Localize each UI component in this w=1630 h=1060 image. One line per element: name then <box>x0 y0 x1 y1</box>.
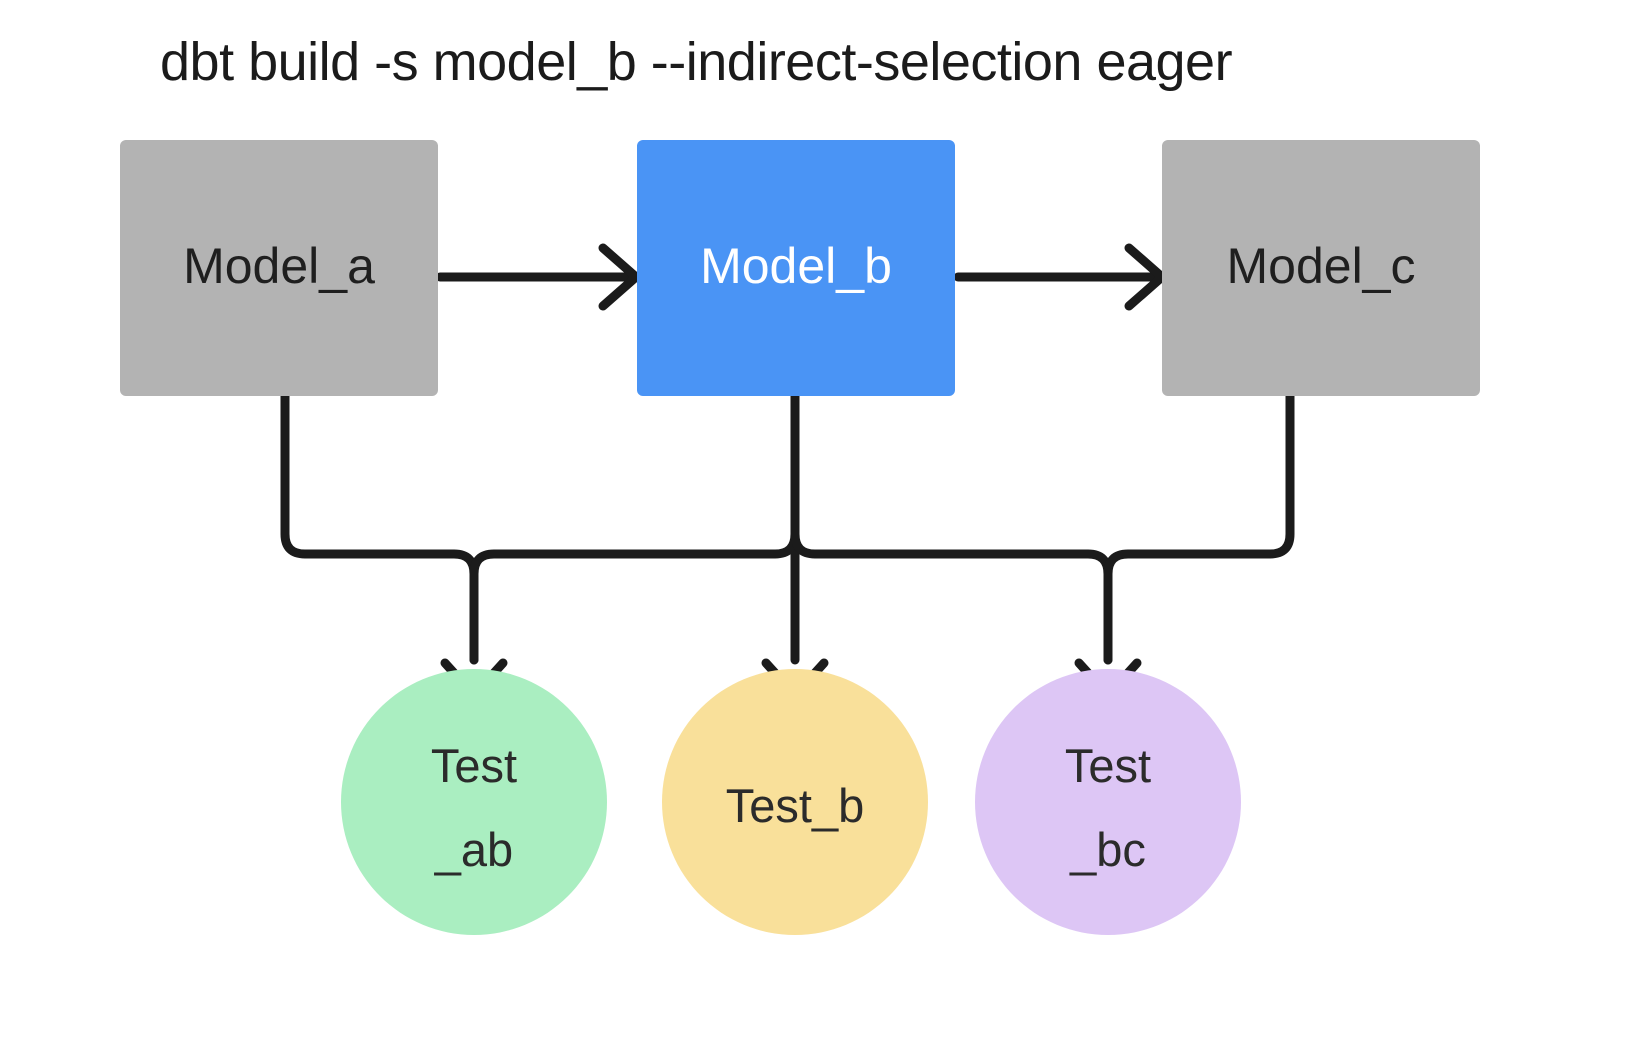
test-node-test-b[interactable]: Test_b <box>662 669 928 935</box>
model-node-model-a[interactable]: Model_a <box>120 140 438 396</box>
edge-model-b-to-test-bc <box>790 391 1113 665</box>
test-bc-label-line2: _bc <box>1069 823 1146 876</box>
test-ab-circle[interactable] <box>341 669 607 935</box>
model-node-model-c[interactable]: Model_c <box>1162 140 1480 396</box>
model-b-box[interactable] <box>637 140 955 396</box>
test-ab-label-line1: Test <box>431 739 517 792</box>
arrowhead-model-a-to-model-b-icon <box>598 243 641 311</box>
model-c-box[interactable] <box>1162 140 1480 396</box>
model-node-model-b[interactable]: Model_b <box>637 140 955 396</box>
diagram-title: dbt build -s model_b --indirect-selectio… <box>160 32 1233 92</box>
model-c-label: Model_c <box>1227 238 1416 294</box>
test-bc-circle[interactable] <box>975 669 1241 935</box>
test-b-circle[interactable] <box>662 669 928 935</box>
model-b-label: Model_b <box>700 238 892 294</box>
test-node-test-ab[interactable]: Test _ab <box>341 669 607 935</box>
test-ab-label-line2: _ab <box>434 823 513 876</box>
test-bc-label-line1: Test <box>1065 739 1151 792</box>
edge-model-b-to-test-ab <box>469 391 800 665</box>
edge-model-c-to-test-bc <box>1103 391 1295 665</box>
model-a-box[interactable] <box>120 140 438 396</box>
model-a-label: Model_a <box>183 238 375 294</box>
test-b-label: Test_b <box>726 779 864 832</box>
edge-model-a-to-test-ab <box>280 391 479 665</box>
test-node-test-bc[interactable]: Test _bc <box>975 669 1241 935</box>
